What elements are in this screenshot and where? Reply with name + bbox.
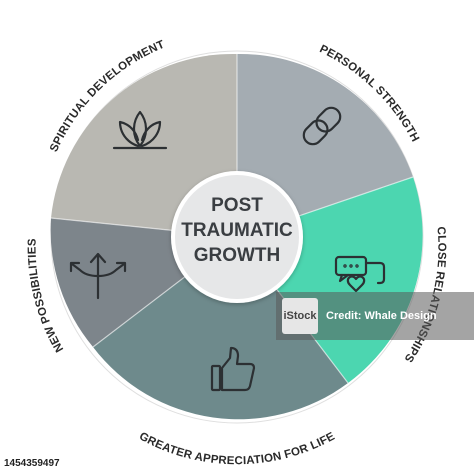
diverging-arrows-icon — [69, 252, 127, 300]
center-title-line-3: GROWTH — [194, 245, 281, 266]
segment-greater-appreciation — [93, 237, 348, 420]
center-title-line-2: TRAUMATIC — [181, 220, 293, 241]
label-greater-appreciation: GREATER APPRECIATION FOR LIFE — [137, 430, 337, 467]
istock-logo: iStock — [282, 298, 318, 334]
credit-text: Credit: Whale Design — [326, 310, 437, 322]
center-circle — [171, 171, 303, 303]
chat-heart-icon — [334, 255, 386, 293]
chain-link-icon — [302, 106, 342, 146]
lotus-icon — [112, 110, 168, 150]
thumbs-up-icon — [210, 346, 256, 392]
watermark-overlay: iStock Credit: Whale Design — [276, 292, 474, 340]
stock-image-id: 1454359497 — [4, 458, 60, 469]
center-title-line-1: POST — [211, 195, 263, 216]
